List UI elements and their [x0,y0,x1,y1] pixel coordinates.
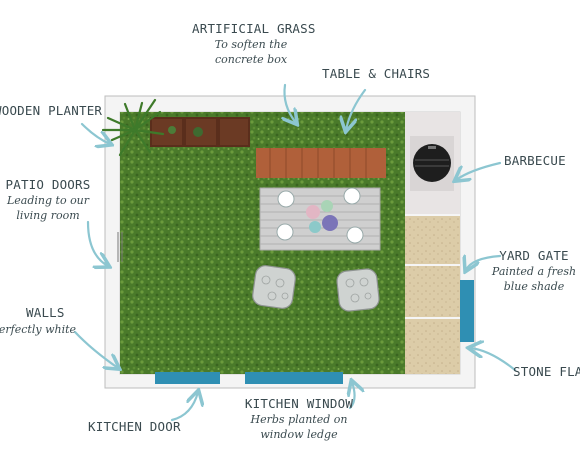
stone-flags-title: STONE FLAGS [513,364,580,379]
kitchen-window-line1: Herbs planted on [250,413,348,427]
barbecue-title: BARBECUE [504,153,566,168]
patio-doors-title: PATIO DOORS [5,177,91,192]
label-kitchen-door: KITCHEN DOOR [88,420,181,433]
artificial-grass-line2: concrete box [214,52,288,66]
patio-doors-line2: living room [16,208,80,222]
table-chairs-title: TABLE & CHAIRS [322,66,431,81]
yard-gate [460,280,474,342]
yard-gate-line2: blue shade [503,279,565,293]
label-table-chairs: TABLE & CHAIRS [322,66,431,81]
walls-line1: Perfectly white [0,323,77,336]
patio-table [259,187,381,251]
artificial-grass-title: ARTIFICIAL GRASS [192,21,316,36]
label-stone-flags: STONE FLAGS [513,365,580,378]
kitchen-window-title: KITCHEN WINDOW [244,396,354,411]
kitchen-door [155,372,220,384]
kitchen-window-line2: window ledge [260,427,338,441]
kitchen-window [245,372,343,384]
label-kitchen-window: KITCHEN WINDOW Herbs planted on window l… [244,397,354,440]
wooden-planter [150,117,250,147]
label-yard-gate: YARD GATE Painted a fresh blue shade [488,249,580,292]
label-artificial-grass: ARTIFICIAL GRASS To soften the concrete … [192,21,316,66]
label-wooden-planter: WOODEN PLANTER [0,104,102,117]
artificial-grass-line1: To soften the [214,38,288,52]
patio-doors [117,232,123,262]
label-arrows [73,83,517,422]
label-walls: WALLS Perfectly white [0,306,92,336]
yard-gate-title: YARD GATE [499,249,569,263]
yard-gate-line1: Painted a fresh [491,265,577,279]
wooden-bench [256,148,386,178]
barbecue [410,136,454,191]
planter-plant [101,98,165,157]
label-barbecue: BARBECUE [504,154,566,167]
kitchen-door-title: KITCHEN DOOR [88,419,181,434]
wooden-planter-title: WOODEN PLANTER [0,103,103,118]
walls-title: WALLS [26,306,65,320]
label-patio-doors: PATIO DOORS Leading to our living room [0,178,96,221]
patio-doors-line1: Leading to our [6,194,90,208]
